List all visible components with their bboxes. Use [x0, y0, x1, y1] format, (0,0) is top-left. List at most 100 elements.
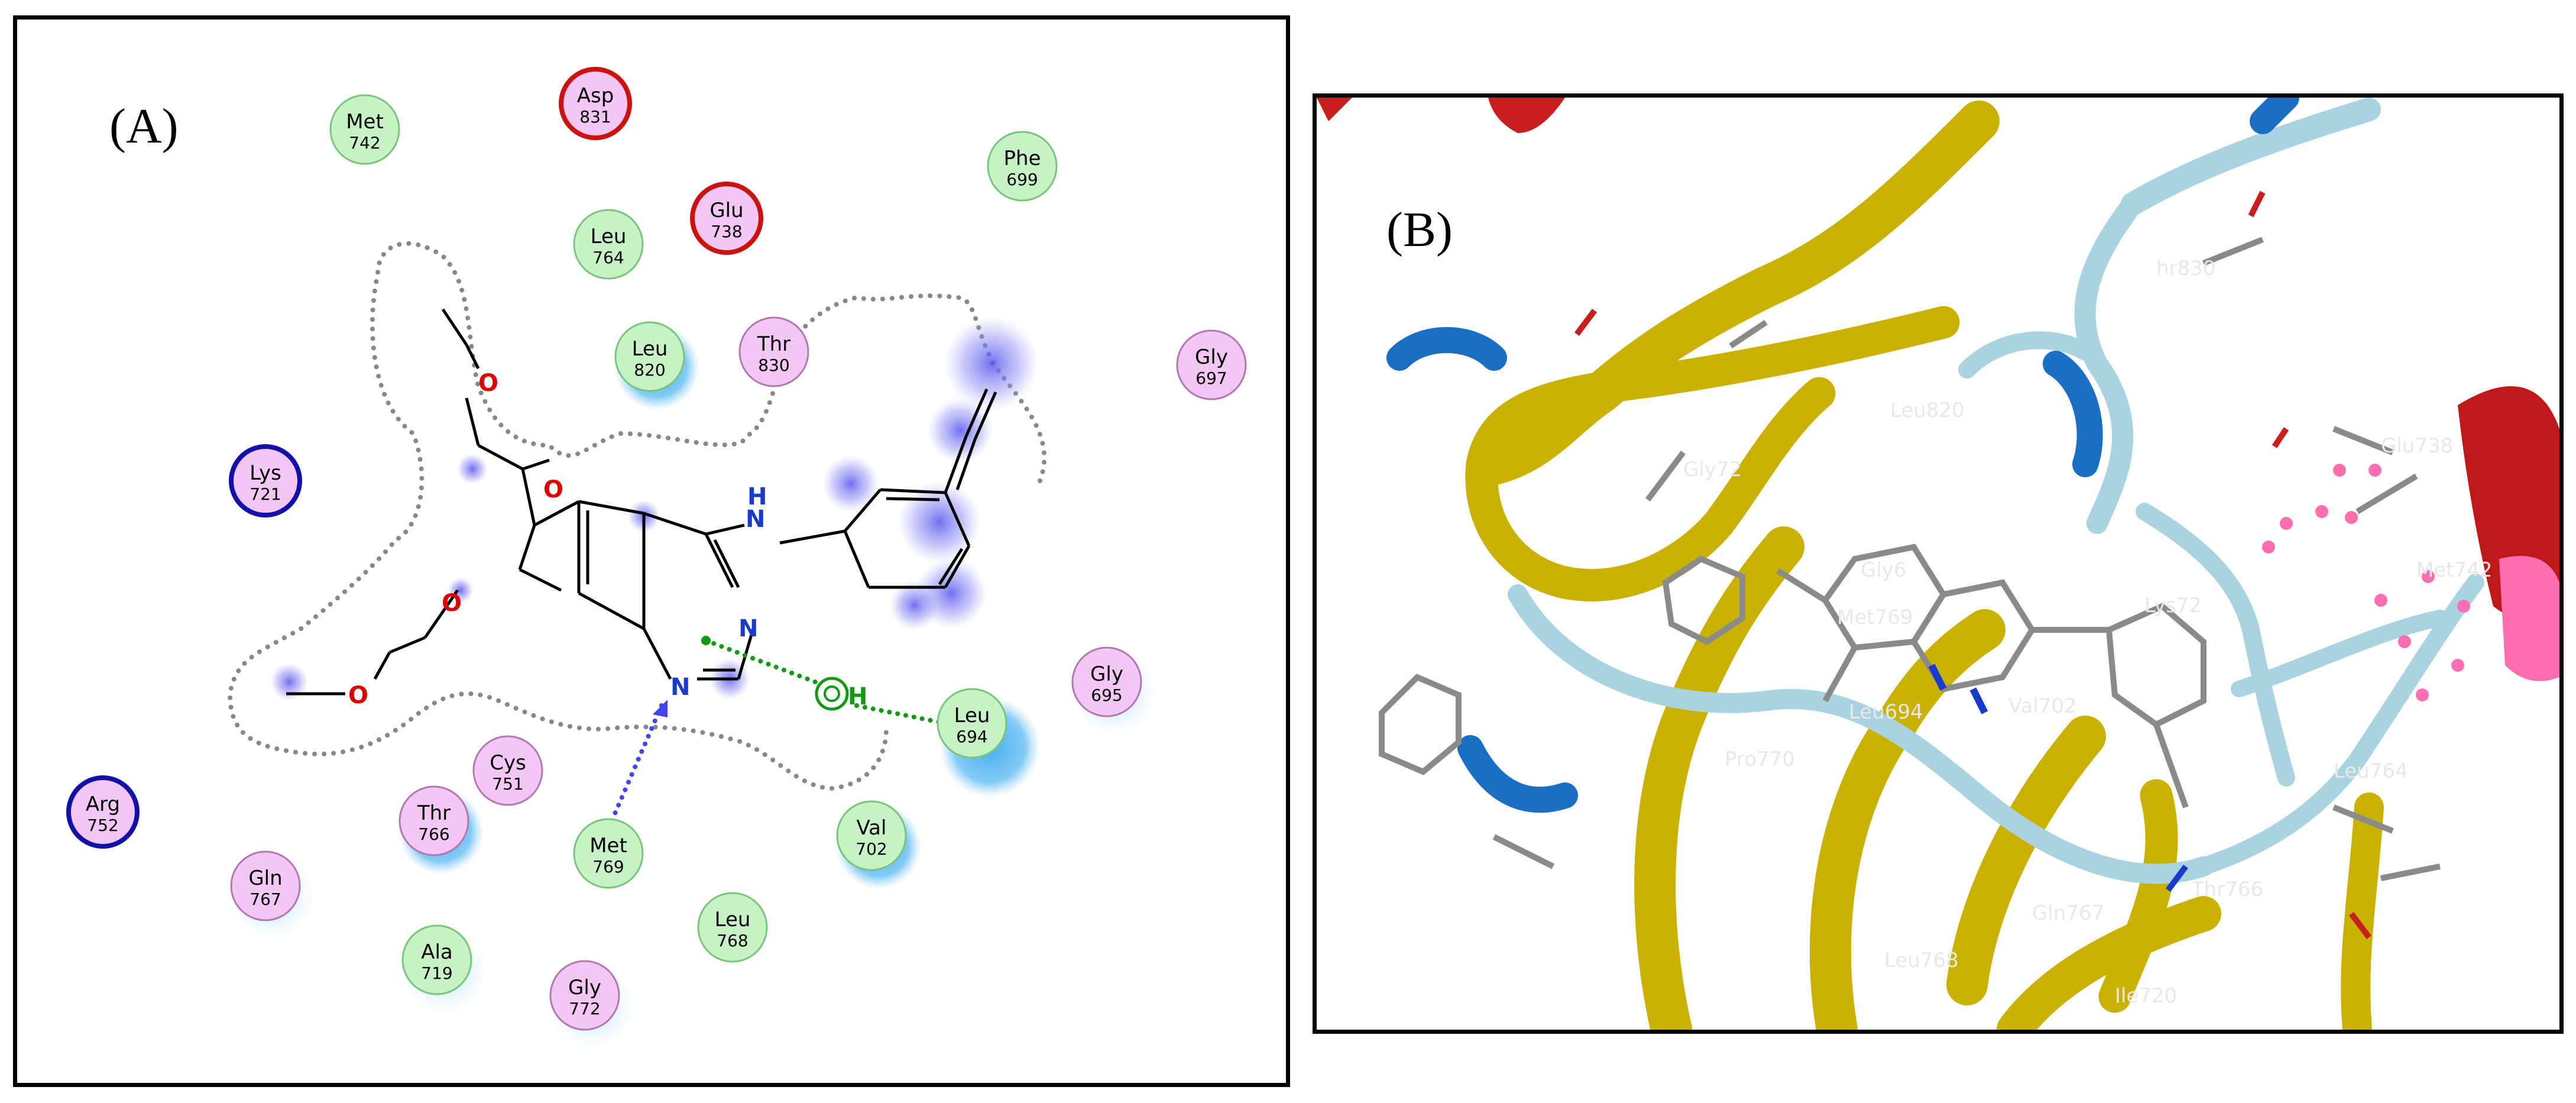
- residue-name: Met: [589, 834, 627, 858]
- b-label-glu738: Glu738: [2381, 434, 2453, 458]
- helix-top: [1488, 98, 1565, 133]
- residue-leu-694: Leu694: [937, 688, 1040, 797]
- residue-name: Ala: [421, 940, 453, 964]
- atom-o3: O: [442, 590, 462, 617]
- residue-name: Gly: [568, 976, 601, 1000]
- b-label-hr830: hr830: [2156, 257, 2215, 280]
- helix-top-left: [1317, 98, 1352, 121]
- residue-number: 742: [349, 133, 380, 153]
- panel-b-3d-structure: hr830 Leu820 Gly72 Glu738 Gly6 Met769 Ly…: [1313, 93, 2564, 1034]
- residue-val-702: Val702: [836, 800, 921, 889]
- residue-name: Gln: [248, 866, 282, 890]
- atom-n1: N: [670, 674, 690, 701]
- b-label-met769: Met769: [1837, 606, 1913, 629]
- residue-number: 751: [492, 774, 523, 794]
- residue-name: Phe: [1004, 147, 1041, 170]
- residue-leu-820: Leu820: [614, 321, 699, 410]
- residue-number: 764: [592, 248, 624, 267]
- b-label-thr766: Thr766: [2191, 878, 2263, 901]
- b-label-gly6: Gly6: [1861, 558, 1907, 582]
- residue-number: 752: [87, 816, 118, 835]
- b-label-val702: Val702: [2008, 694, 2077, 718]
- residue-met-769: Met769: [573, 818, 644, 889]
- residue-leu-768: Leu768: [697, 892, 768, 963]
- residue-met-742: Met742: [329, 94, 400, 165]
- panel-b-label: (B): [1386, 202, 1453, 257]
- atom-n3: N: [738, 615, 758, 642]
- b-label-lys72: Lys72: [2144, 594, 2202, 617]
- b-label-pro770: Pro770: [1725, 748, 1795, 771]
- helix-right-pink: [2499, 556, 2559, 681]
- atom-amine-n: N: [746, 506, 765, 533]
- water-molecules: [2262, 464, 2470, 701]
- residue-number: 738: [711, 222, 742, 241]
- b-label-met742: Met742: [2416, 558, 2492, 582]
- residue-number: 769: [592, 857, 624, 876]
- residue-name: Val: [857, 816, 887, 840]
- atom-accents: [1574, 190, 2371, 939]
- residue-name: Met: [346, 110, 384, 134]
- residue-name: Glu: [709, 199, 743, 222]
- b-label-leu768: Leu768: [1884, 949, 1959, 972]
- panel-a-label: (A): [109, 99, 179, 154]
- residue-name: Thr: [757, 332, 790, 356]
- b-label-ile720: Ile720: [2115, 984, 2177, 1008]
- residue-number: 695: [1091, 685, 1122, 705]
- residue-name: Lys: [250, 461, 281, 485]
- residue-name: Arg: [86, 793, 120, 816]
- ribbon-structure-svg: hr830 Leu820 Gly72 Glu738 Gly6 Met769 Ly…: [1317, 98, 2559, 1030]
- residue-number: 820: [634, 360, 665, 380]
- b-label-leu694: Leu694: [1849, 700, 1923, 724]
- residue-number: 767: [250, 889, 281, 909]
- residue-number: 699: [1006, 170, 1038, 189]
- b-label-leu820: Leu820: [1890, 399, 1965, 422]
- residue-name: Leu: [591, 225, 627, 248]
- pi-h-interaction: [704, 638, 818, 684]
- residue-name: Asp: [577, 84, 614, 108]
- blue-segments: [1386, 98, 2299, 813]
- residue-number: 702: [856, 839, 887, 859]
- residue-name: Gly: [1090, 662, 1123, 686]
- residue-name: Leu: [632, 337, 668, 361]
- b-label-gln767: Gln767: [2032, 901, 2104, 925]
- residue-number: 697: [1195, 368, 1227, 388]
- atom-o4: O: [348, 682, 368, 709]
- residue-name: Gly: [1195, 345, 1228, 369]
- residue-number: 830: [758, 355, 789, 375]
- residue-nodes: Met742Asp831Phe699Leu764Glu738Leu820Thr8…: [66, 67, 1247, 1049]
- solvent-exposure-glows: [270, 316, 1039, 701]
- b-label-gly72: Gly72: [1683, 458, 1742, 481]
- pi-h-interaction-2: [854, 703, 948, 726]
- stick-models: [1379, 237, 2441, 881]
- ligand-bonds: [286, 308, 997, 696]
- residue-leu-764: Leu764: [573, 209, 644, 280]
- atom-o2: O: [543, 476, 563, 503]
- residue-number: 768: [717, 931, 748, 950]
- residue-number: 721: [250, 484, 281, 504]
- residue-name: Leu: [715, 908, 751, 931]
- hbond-met769: [612, 703, 664, 817]
- residue-number: 766: [418, 824, 449, 844]
- binding-pocket-contour: [227, 241, 1047, 791]
- hbond-arrowhead: [653, 700, 668, 717]
- pi-h-label: H: [848, 683, 867, 710]
- atom-amine-h: H: [747, 483, 767, 510]
- b-label-leu764: Leu764: [2334, 759, 2408, 783]
- residue-number: 772: [569, 999, 600, 1018]
- aromatic-ring-icon: [815, 677, 849, 711]
- coils: [1508, 98, 2484, 884]
- residue-gln-767: Gln767: [230, 850, 315, 939]
- residue-number: 719: [421, 963, 452, 983]
- interaction-diagram-svg: O O O O N H N N H Met742Asp831Phe699Leu7…: [66, 67, 1247, 1049]
- residue-number: 831: [579, 107, 611, 127]
- atom-o1: O: [478, 370, 498, 397]
